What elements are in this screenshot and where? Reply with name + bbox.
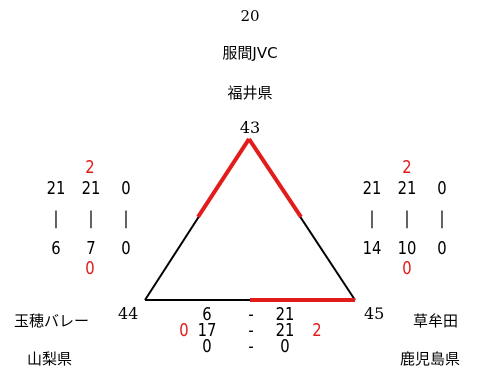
score-left-set3: 0 [121,238,131,259]
set-count-right: 0 [402,258,412,279]
score-top-set1: 21 [46,178,66,199]
separator: | [439,208,445,229]
score-left-set1: 6 [51,238,61,259]
set-count-left: 0 [85,258,95,279]
score-top-set2: 21 [81,178,101,199]
separator: | [88,208,94,229]
left-vertex-label: 44 [118,304,139,323]
separator: - [248,336,254,357]
score-right-set2: 21 [275,320,295,341]
score-top-set1: 21 [362,178,382,199]
right-team-prefecture: 鹿児島県 [400,350,461,368]
set-count-top: 2 [402,157,412,178]
separator: | [123,208,129,229]
score-right-set2: 10 [397,238,417,259]
score-right-set3: 0 [437,238,447,259]
score-top-set3: 0 [121,178,131,199]
score-top-set2: 21 [397,178,417,199]
win-mark-top-right [247,137,303,219]
set-count-left: 0 [179,320,189,341]
set-count-right: 2 [312,320,322,341]
score-left-set2: 7 [86,238,96,259]
separator: | [404,208,410,229]
top-vertex-label: 43 [239,118,261,137]
win-mark-top-left [196,137,251,219]
separator: | [369,208,375,229]
right-team-name: 草牟田 [413,312,459,330]
top-team-name: 服間JVC [222,44,278,62]
score-right-set1: 21 [275,304,295,325]
top-team-number: 20 [240,7,260,25]
score-right-set3: 0 [280,336,290,357]
separator: | [53,208,59,229]
separator: - [248,304,254,325]
set-count-top: 2 [85,157,95,178]
left-team-prefecture: 山梨県 [27,350,73,368]
score-top-set3: 0 [437,178,447,199]
right-vertex-label: 45 [364,304,385,323]
separator: - [248,320,254,341]
score-left-set2: 17 [197,320,217,341]
top-team-prefecture: 福井県 [227,84,273,102]
score-left-set1: 6 [202,304,212,325]
score-left-set3: 0 [202,336,212,357]
left-team-name: 玉穂バレー [14,312,90,330]
score-right-set1: 14 [362,238,382,259]
